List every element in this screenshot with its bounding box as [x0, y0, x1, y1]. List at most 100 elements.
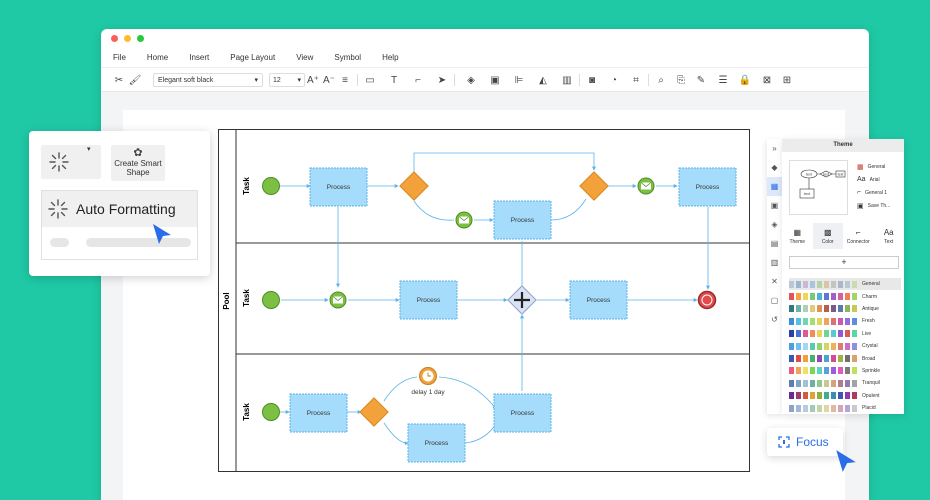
process-task[interactable]: Process	[493, 393, 552, 433]
menu-symbol[interactable]: Symbol	[334, 52, 362, 62]
line-style-icon[interactable]: ☰	[718, 74, 728, 86]
collapse-icon[interactable]: »	[772, 144, 777, 153]
theme-option-general-1[interactable]: ⌐General 1	[857, 189, 888, 196]
gateway-diamond[interactable]	[359, 397, 389, 427]
message-event-icon[interactable]	[455, 211, 473, 229]
align-objects-icon[interactable]: ⊫	[514, 74, 524, 86]
layers-icon[interactable]: ◈	[771, 220, 778, 229]
layers-icon[interactable]: ◈	[467, 74, 475, 86]
palette-row-antique[interactable]: Antique	[789, 303, 901, 315]
minimize-window-button[interactable]	[124, 34, 131, 42]
menu-view[interactable]: View	[296, 52, 314, 62]
gateway-diamond[interactable]	[399, 171, 429, 201]
end-event[interactable]	[697, 290, 717, 310]
menu-insert[interactable]: Insert	[189, 52, 210, 62]
pointer-icon[interactable]: ➤	[437, 74, 447, 86]
close-box-icon[interactable]: ⊠	[762, 74, 772, 86]
font-size-select[interactable]: 12 ▾	[269, 73, 305, 87]
color-swatch	[824, 404, 829, 412]
align-icon[interactable]: ≡	[342, 74, 348, 86]
process-task[interactable]: Process	[399, 280, 458, 320]
crop-icon[interactable]: ⌗	[633, 74, 639, 86]
find-replace-icon[interactable]: ⎘	[677, 74, 685, 86]
menu-home[interactable]: Home	[146, 52, 169, 62]
process-task[interactable]: Process	[309, 167, 368, 207]
auto-formatting-row[interactable]: Auto Formatting	[41, 190, 198, 260]
palette-row-broad[interactable]: Broad	[789, 352, 901, 364]
connector-icon[interactable]: ⌐	[415, 74, 421, 86]
fill-icon[interactable]: ◆	[771, 163, 778, 172]
parallel-gateway-icon[interactable]	[507, 285, 537, 315]
message-event-icon[interactable]	[329, 291, 347, 309]
history-icon[interactable]: ↺	[771, 315, 778, 324]
line-color-icon[interactable]: ✎	[696, 74, 706, 86]
chevron-down-icon[interactable]: ▾	[87, 146, 91, 153]
color-swatch	[803, 317, 808, 325]
color-swatch	[838, 355, 843, 363]
process-task[interactable]: Process	[289, 393, 348, 433]
lock-icon[interactable]: 🔒	[738, 74, 752, 86]
shuffle-icon[interactable]: ✕	[771, 277, 778, 286]
rectangle-icon[interactable]: ▭	[365, 74, 375, 86]
gateway-diamond[interactable]	[579, 171, 609, 201]
present-icon[interactable]: ▢	[770, 296, 779, 305]
palette-row-live[interactable]: Live	[789, 328, 901, 340]
flip-icon[interactable]: ◭	[539, 74, 547, 86]
focus-icon	[778, 436, 790, 448]
increase-font-icon[interactable]: A⁺	[307, 74, 319, 86]
create-smart-shape-button[interactable]: ✿ Create Smart Shape	[111, 145, 165, 181]
font-family-select[interactable]: Elegant soft black ▾	[153, 73, 263, 87]
menu-page-layout[interactable]: Page Layout	[230, 52, 276, 62]
add-color-button[interactable]: +	[789, 256, 899, 269]
format-painter-icon[interactable]: 🖌	[128, 74, 142, 86]
theme-grid-icon[interactable]: ▦	[767, 177, 782, 196]
start-event[interactable]	[262, 177, 280, 195]
menu-file[interactable]: File	[113, 52, 126, 62]
palette-row-charm[interactable]: Charm	[789, 290, 901, 302]
save-theme-option[interactable]: ▣Save Th...	[857, 202, 891, 210]
process-task[interactable]: Process	[407, 423, 466, 463]
tab-theme[interactable]: ▦Theme	[789, 227, 806, 245]
color-swatch	[796, 379, 801, 387]
image-icon[interactable]: ▣	[770, 201, 779, 210]
palette-row-general[interactable]: General	[789, 278, 901, 291]
tab-connector[interactable]: ⌐Connector	[846, 227, 870, 245]
fill-color-icon[interactable]: ◙	[588, 74, 596, 86]
timer-event-icon[interactable]	[419, 367, 437, 385]
decrease-font-icon[interactable]: A⁻	[323, 74, 335, 86]
process-task[interactable]: Process	[493, 200, 552, 240]
palette-row-fresh[interactable]: Fresh	[789, 315, 901, 327]
more-tools-icon[interactable]: ⊞	[782, 74, 792, 86]
close-window-button[interactable]	[111, 34, 118, 42]
bpmn-diagram[interactable]: Pool Task Task Task	[218, 129, 750, 472]
start-event[interactable]	[262, 403, 280, 421]
palette-row-crystal[interactable]: Crystal	[789, 340, 901, 352]
palette-row-placid[interactable]: Placid	[789, 402, 901, 414]
tab-color[interactable]: ▩Color	[812, 223, 843, 249]
cut-icon[interactable]: ✂	[114, 74, 124, 86]
process-task[interactable]: Process	[569, 280, 628, 320]
group-icon[interactable]: ▣	[490, 74, 500, 86]
focus-button[interactable]: Focus	[767, 428, 843, 456]
page-icon[interactable]: ▤	[770, 239, 779, 248]
auto-formatting-header[interactable]: Auto Formatting	[42, 191, 197, 227]
palette-row-opulent[interactable]: Opulent	[789, 390, 901, 402]
search-icon[interactable]: ⌕	[658, 74, 664, 86]
menu-help[interactable]: Help	[382, 52, 399, 62]
distribute-icon[interactable]: ▥	[562, 74, 572, 86]
theme-preview[interactable]: text text text text	[789, 160, 848, 215]
palette-row-sprinkle[interactable]: Sprinkle	[789, 365, 901, 377]
maximize-window-button[interactable]	[137, 34, 144, 42]
theme-option-general[interactable]: ▦General	[857, 163, 886, 171]
palette-row-tranquil[interactable]: Tranquil	[789, 377, 901, 389]
font-size-value: 12	[273, 76, 281, 84]
shape-style-icon[interactable]: ◔	[610, 74, 618, 86]
process-task[interactable]: Process	[678, 167, 737, 207]
auto-format-dropdown-button[interactable]	[41, 145, 101, 179]
start-event[interactable]	[262, 291, 280, 309]
data-icon[interactable]: ▥	[770, 258, 779, 267]
text-icon[interactable]: T	[390, 74, 398, 86]
message-event-icon[interactable]	[637, 177, 655, 195]
